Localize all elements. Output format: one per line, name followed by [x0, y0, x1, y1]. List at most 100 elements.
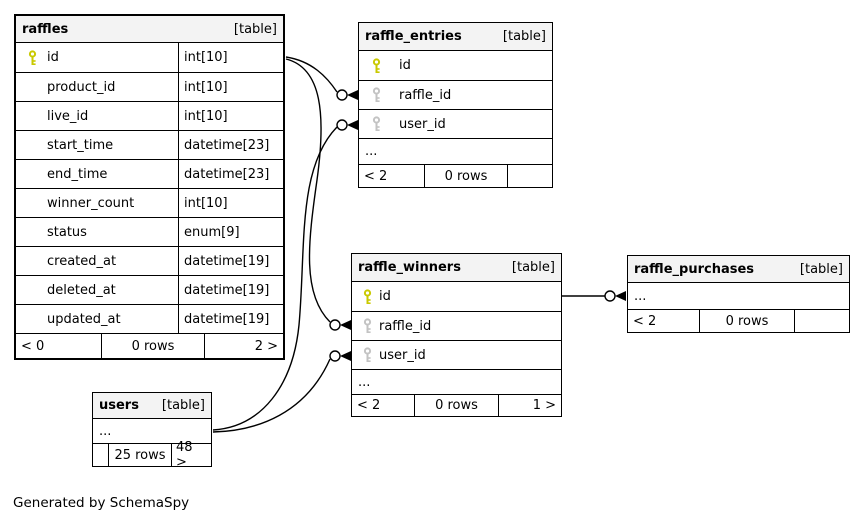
column-row-start_time[interactable]: start_time datetime[23] — [16, 130, 283, 159]
column-name: winner_count — [16, 189, 179, 217]
primary-key-icon — [27, 49, 38, 66]
table-header: raffle_purchases [table] — [628, 256, 849, 283]
primary-key-icon — [362, 288, 373, 305]
column-name: user_id — [399, 116, 446, 132]
column-row-live_id[interactable]: live_id int[10] — [16, 101, 283, 130]
table-footer: < 2 0 rows — [359, 164, 552, 187]
table-header: users [table] — [93, 393, 211, 419]
column-type: enum[9] — [184, 224, 240, 240]
footer-child-count — [507, 165, 552, 187]
column-type: datetime[23] — [184, 137, 270, 153]
column-type: datetime[19] — [184, 282, 270, 298]
footer-child-count: 48 > — [171, 440, 211, 470]
column-name: raffle_id — [399, 87, 452, 103]
footer-parent-count: < 2 — [364, 168, 388, 184]
column-row-status[interactable]: status enum[9] — [16, 217, 283, 246]
column-row-id[interactable]: id — [352, 282, 561, 311]
table-type-badge: [table] — [511, 260, 555, 275]
table-raffle-winners[interactable]: raffle_winners [table] id raffle_id user_id.… — [351, 253, 562, 417]
table-type-badge: [table] — [233, 21, 277, 37]
column-type: int[10] — [184, 195, 228, 211]
column-name: live_id — [16, 102, 179, 130]
column-row-user_id[interactable]: user_id — [359, 109, 552, 138]
table-header: raffle_entries [table] — [359, 23, 552, 51]
footer-parent-count: < 2 — [633, 313, 657, 329]
connector-raffle-winners-to-raffle-purchases — [562, 290, 626, 302]
column-type: datetime[19] — [184, 311, 270, 327]
foreign-key-icon — [371, 116, 382, 132]
table-footer: < 2 0 rows — [628, 309, 849, 332]
table-header: raffle_winners [table] — [352, 254, 561, 282]
column-name: updated_at — [16, 305, 179, 333]
footer-parent-count: < 2 — [357, 398, 381, 413]
connector-users-to-raffle-entries — [212, 119, 358, 431]
foreign-key-icon — [362, 318, 373, 334]
column-row-deleted_at[interactable]: deleted_at datetime[19] — [16, 275, 283, 304]
footer-child-count — [794, 310, 849, 332]
column-name: raffle_id — [379, 318, 432, 334]
collapsed-columns-ellipsis: ... — [359, 138, 552, 164]
column-name: status — [16, 218, 179, 246]
table-raffle-entries[interactable]: raffle_entries [table] id raffle_id user_id.… — [358, 22, 553, 188]
collapsed-columns-ellipsis: ... — [99, 423, 112, 439]
footer-row-count: 0 rows — [699, 310, 794, 332]
connector-users-to-raffle-winners — [212, 350, 351, 433]
column-name: deleted_at — [16, 276, 179, 304]
footer-child-count: 2 > — [204, 334, 283, 358]
column-row-id[interactable]: id — [359, 51, 552, 80]
column-row-updated_at[interactable]: updated_at datetime[19] — [16, 304, 283, 333]
collapsed-columns-ellipsis: ... — [634, 288, 647, 304]
column-type: datetime[19] — [184, 253, 270, 269]
generated-by-note: Generated by SchemaSpy — [13, 495, 190, 511]
table-type-badge: [table] — [161, 398, 205, 413]
connector-raffles-to-raffle-winners — [285, 58, 351, 331]
footer-parent-count: < 0 — [21, 338, 45, 354]
table-title[interactable]: users — [99, 398, 139, 413]
collapsed-columns-ellipsis: ... — [352, 369, 561, 394]
footer-child-count: 1 > — [498, 395, 561, 416]
column-row-user_id[interactable]: user_id — [352, 340, 561, 369]
column-name: end_time — [16, 160, 179, 188]
column-row-end_time[interactable]: end_time datetime[23] — [16, 159, 283, 188]
connector-raffles-to-raffle-entries — [285, 56, 358, 101]
table-raffle-purchases[interactable]: raffle_purchases [table]... < 2 0 rows — [627, 255, 850, 333]
column-name: id — [16, 43, 179, 72]
table-title[interactable]: raffle_entries — [365, 29, 462, 44]
footer-row-count: 0 rows — [101, 334, 204, 358]
column-row-raffle_id[interactable]: raffle_id — [352, 311, 561, 340]
column-type: datetime[23] — [184, 166, 270, 182]
table-title[interactable]: raffle_winners — [358, 260, 461, 275]
primary-key-icon — [371, 57, 382, 74]
column-row-raffle_id[interactable]: raffle_id — [359, 80, 552, 109]
foreign-key-icon — [362, 347, 373, 363]
table-type-badge: [table] — [502, 29, 546, 44]
table-title[interactable]: raffles — [22, 21, 69, 37]
footer-row-count: 0 rows — [414, 395, 498, 416]
column-name: created_at — [16, 247, 179, 275]
column-name: start_time — [16, 131, 179, 159]
column-name: id — [379, 289, 391, 304]
table-title[interactable]: raffle_purchases — [634, 261, 755, 277]
footer-row-count: 0 rows — [424, 165, 507, 187]
footer-row-count: 25 rows — [108, 444, 171, 466]
table-type-badge: [table] — [799, 261, 843, 277]
column-name: user_id — [379, 347, 426, 363]
foreign-key-icon — [371, 87, 382, 103]
column-name: id — [399, 58, 411, 73]
column-row-created_at[interactable]: created_at datetime[19] — [16, 246, 283, 275]
column-type: int[10] — [184, 79, 228, 95]
column-row-id[interactable]: id int[10] — [16, 43, 283, 72]
column-row-winner_count[interactable]: winner_count int[10] — [16, 188, 283, 217]
footer-parent-count — [93, 444, 108, 466]
column-type: int[10] — [184, 108, 228, 124]
table-header: raffles [table] — [16, 16, 283, 43]
column-type: int[10] — [184, 50, 228, 65]
